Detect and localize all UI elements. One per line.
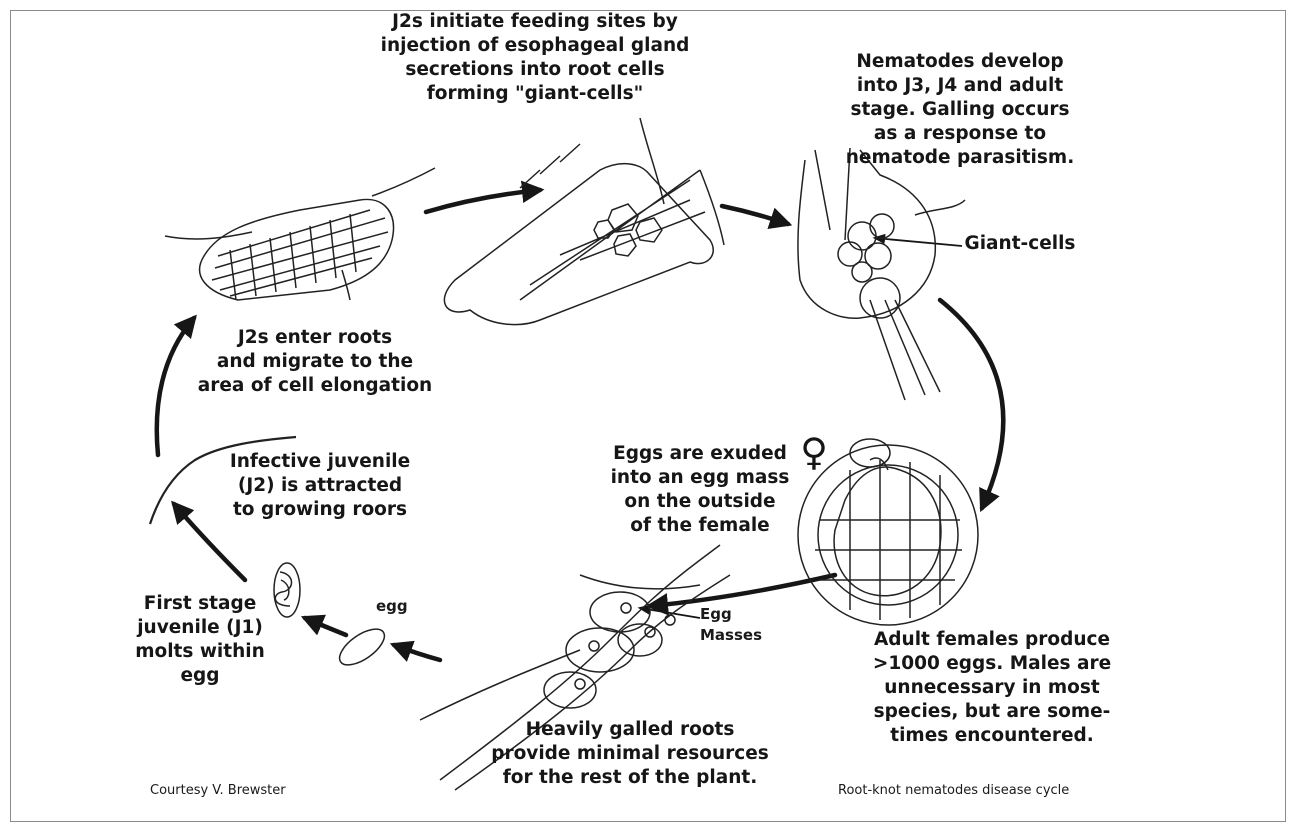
- enter-roots-label: J2s enter roots and migrate to the area …: [180, 326, 450, 398]
- female-symbol: ♀: [800, 430, 828, 474]
- gall-drawing: [798, 148, 965, 400]
- infective-label: Infective juvenile (J2) is attracted to …: [210, 450, 430, 522]
- arrow-develop-to-female: [940, 300, 1003, 508]
- feeding-site-drawing: [444, 118, 724, 325]
- develop-label: Nematodes develop into J3, J4 and adult …: [820, 50, 1100, 170]
- galled-roots-label: Heavily galled roots provide minimal res…: [480, 718, 780, 790]
- arrow-egg-to-j1: [305, 618, 346, 635]
- egg-masses-label: Egg Masses: [700, 604, 762, 646]
- arrow-galled-to-egg: [394, 645, 440, 660]
- arrow-feeding-to-develop: [722, 206, 788, 224]
- adult-females-label: Adult females produce >1000 eggs. Males …: [862, 628, 1122, 748]
- courtesy-credit: Courtesy V. Brewster: [150, 783, 286, 798]
- arrow-female-to-galled: [650, 575, 835, 606]
- first-stage-label: First stage juvenile (J1) molts within e…: [120, 592, 280, 688]
- feeding-sites-label: J2s initiate feeding sites by injection …: [365, 10, 705, 106]
- egg-drawing: [334, 622, 390, 671]
- egg-label: egg: [376, 596, 408, 617]
- figure-caption: Root-knot nematodes disease cycle: [838, 783, 1069, 798]
- root-entry-drawing: [165, 168, 435, 300]
- giant-cells-label: Giant-cells: [960, 232, 1080, 256]
- arrow-roots-to-feeding: [426, 190, 540, 212]
- giant-cells-pointer: [875, 238, 962, 246]
- eggs-exuded-label: Eggs are exuded into an egg mass on the …: [600, 442, 800, 538]
